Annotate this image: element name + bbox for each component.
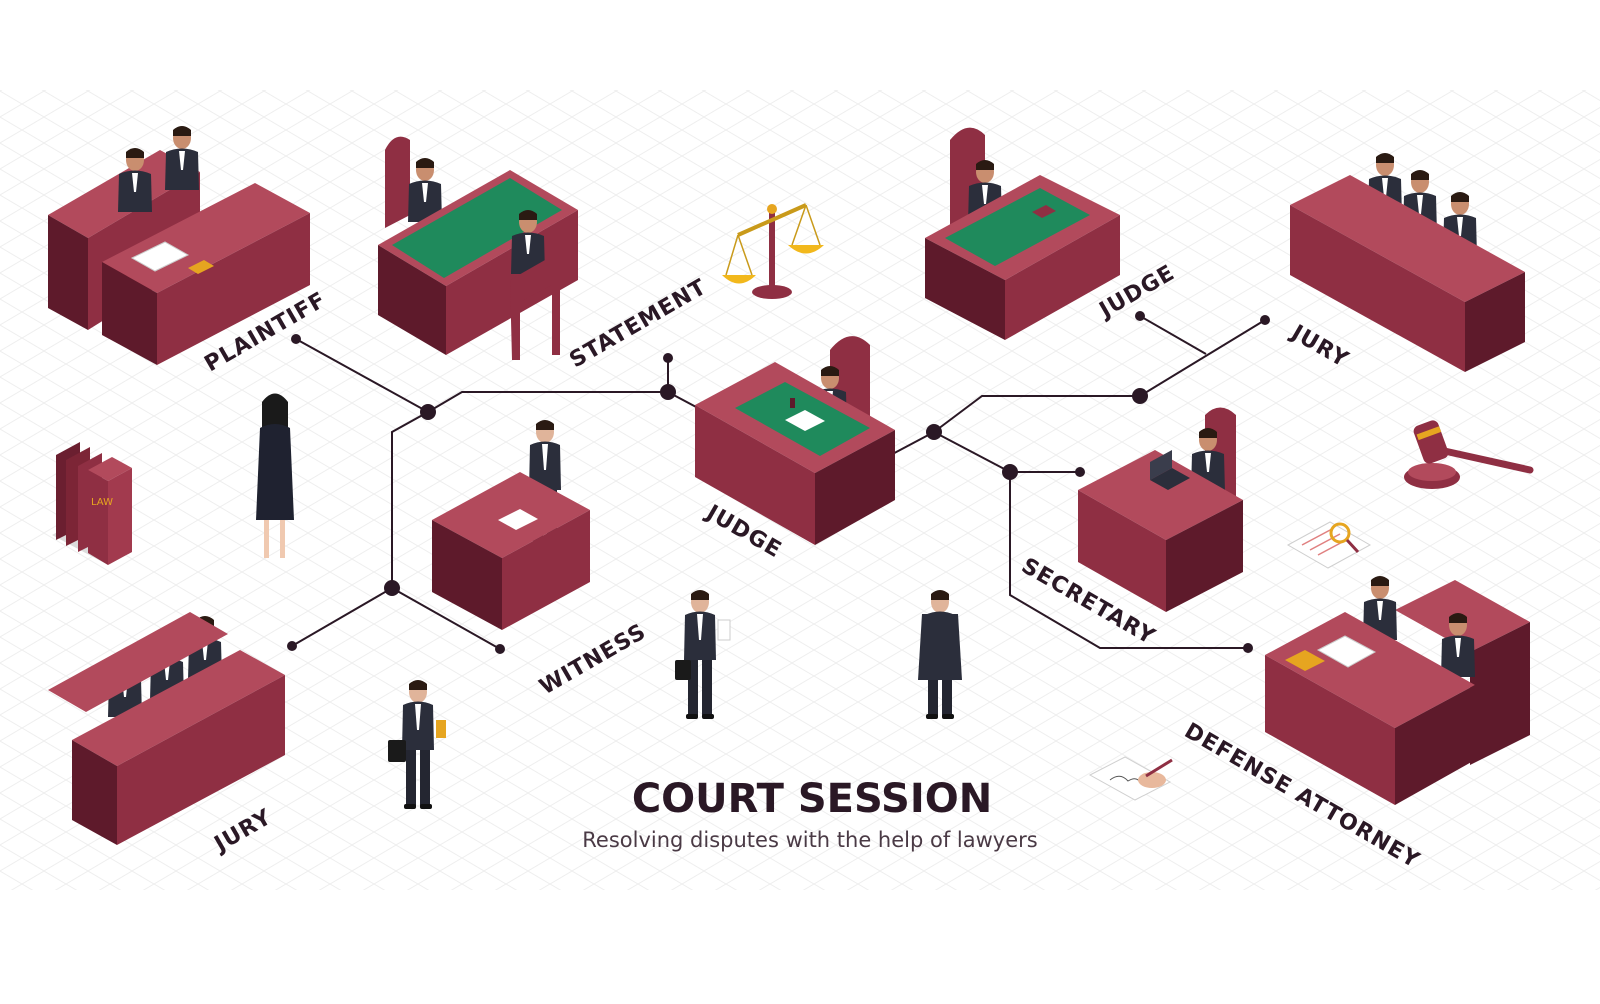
plaintiff-desk-illustration (48, 126, 310, 365)
node-judge-top (1135, 311, 1145, 321)
woman-standing-figure (256, 393, 294, 558)
judge-center-desk-illustration (695, 336, 895, 545)
node-statement (663, 353, 673, 363)
lawyer-with-briefcase-figure (388, 680, 446, 809)
connector-defense (1009, 472, 1248, 649)
prosecutor-figure (918, 590, 962, 719)
jury-bottom-box-illustration (48, 612, 285, 845)
node-witness (495, 644, 505, 654)
node-secretary (1075, 467, 1085, 477)
document-magnifier-icon (1286, 521, 1372, 569)
connector-nodes (287, 311, 1270, 654)
connector-trunk-left (391, 411, 429, 588)
connector-jury-bottom (291, 587, 393, 647)
statement-desk-illustration (378, 136, 578, 360)
connector-jury-top (1139, 319, 1266, 397)
jury-top-box-illustration (1290, 153, 1525, 372)
connector-witness (391, 587, 501, 650)
connector-plaintiff (295, 338, 429, 413)
node-left-hub (420, 404, 436, 420)
node-plaintiff (291, 334, 301, 344)
node-jury-top (1260, 315, 1270, 325)
connector-secretary-branch (933, 431, 1011, 473)
node-right-upper-hub (1132, 388, 1148, 404)
signing-hand-icon (1088, 756, 1173, 801)
node-left-lower-hub (384, 580, 400, 596)
page-title: COURT SESSION (632, 776, 992, 822)
law-books-icon: LAW (52, 442, 132, 565)
page-subtitle: Resolving disputes with the help of lawy… (582, 828, 1037, 852)
node-right-hub (926, 424, 942, 440)
connector-judge-top (1139, 315, 1207, 355)
judge-top-desk-illustration (925, 127, 1120, 340)
scales-icon (722, 203, 824, 299)
defense-attorney-desk-illustration (1265, 576, 1530, 805)
connector-plaintiff-statement (427, 391, 668, 413)
connector-network (291, 315, 1266, 650)
gavel-icon (1404, 420, 1534, 489)
node-statement-hub (660, 384, 676, 400)
node-jury-bottom (287, 641, 297, 651)
witness-stand-illustration (432, 420, 590, 630)
female-lawyer-figure (675, 590, 731, 719)
node-secretary-hub (1002, 464, 1018, 480)
node-defense (1243, 643, 1253, 653)
law-book-label: LAW (91, 497, 113, 508)
connector-right-upper (933, 395, 1140, 433)
secretary-desk-illustration (1078, 407, 1243, 612)
